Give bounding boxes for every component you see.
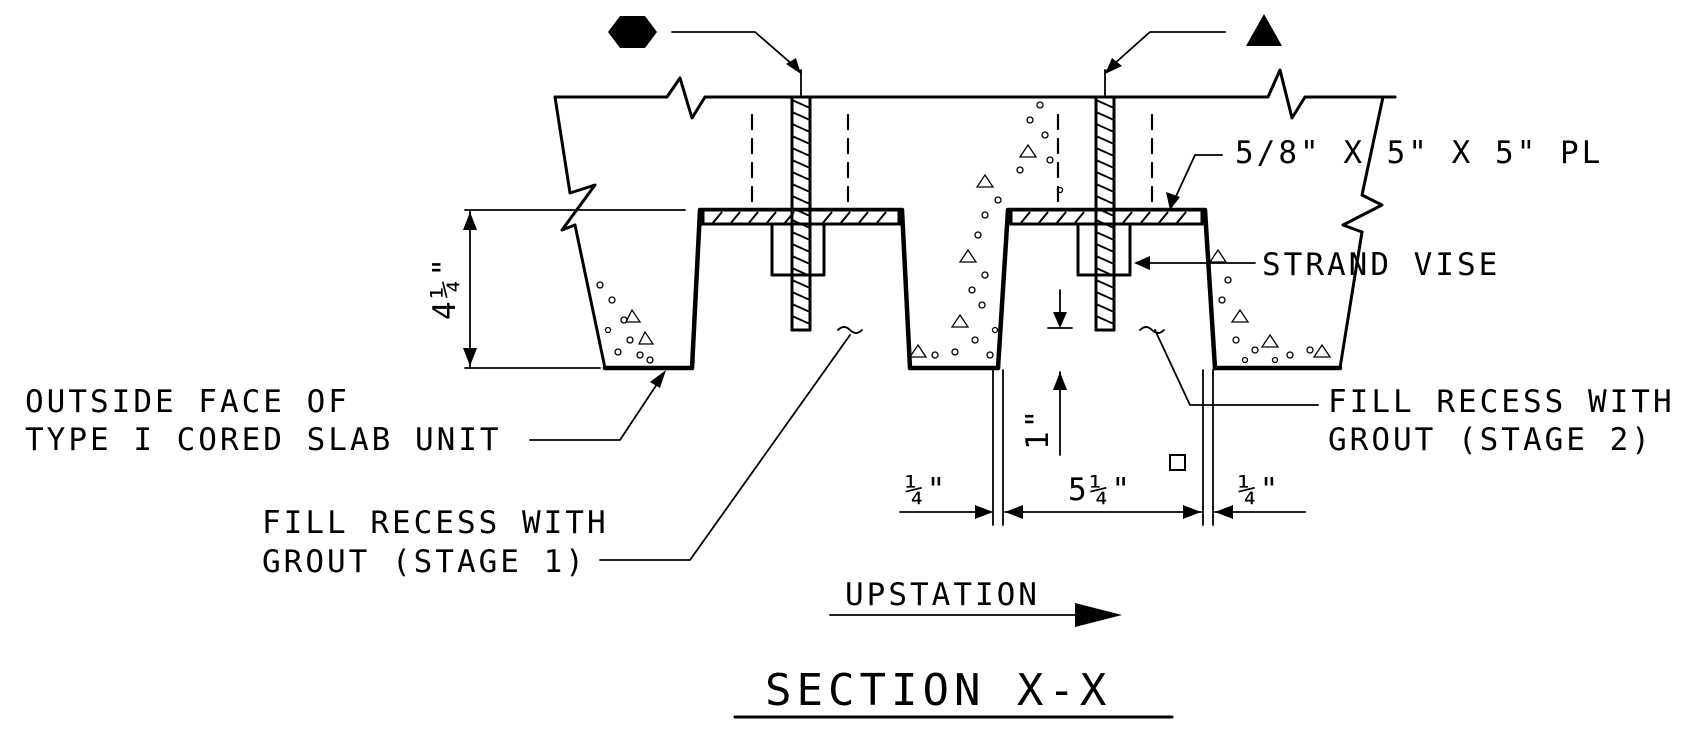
width-dimensions: ¼" 5¼" ¼" — [899, 369, 1306, 526]
hexagon-icon — [608, 16, 657, 48]
upstation-arrow-icon — [1075, 603, 1122, 627]
left-gap-text: ¼" — [905, 472, 948, 508]
depth-dimension: 4¼" — [427, 209, 686, 369]
right-marker-leader — [1104, 14, 1282, 74]
offset-dimension: 1" — [1020, 371, 1067, 456]
right-gap-text: ¼" — [1238, 472, 1281, 508]
grout-stipple — [596, 101, 1332, 364]
fill-stage1-label-2: GROUT (STAGE 1) — [262, 544, 587, 580]
strand-vise-label: STRAND VISE — [1262, 247, 1500, 283]
offset-dimension-text: 1" — [1020, 407, 1056, 450]
fill-stage2-label-2: GROUT (STAGE 2) — [1328, 422, 1653, 458]
fill-stage2-label-1: FILL RECESS WITH — [1328, 384, 1675, 420]
left-marker-leader — [608, 16, 802, 74]
right-recess — [995, 69, 1218, 371]
outside-face-label-2: TYPE I CORED SLAB UNIT — [25, 422, 502, 458]
upstation-label: UPSTATION — [845, 577, 1040, 613]
triangle-icon — [1246, 14, 1282, 46]
square-icon — [1169, 454, 1186, 471]
depth-dimension-text: 4¼" — [427, 255, 463, 320]
left-recess — [689, 69, 913, 371]
right-strand — [1094, 69, 1116, 332]
fill-stage1-label-1: FILL RECESS WITH — [262, 505, 609, 541]
slab-outline — [553, 68, 1397, 371]
outside-face-label-1: OUTSIDE FACE OF — [25, 384, 350, 420]
section-title: SECTION X-X — [765, 665, 1111, 716]
recess-width-text: 5¼" — [1068, 472, 1133, 508]
left-strand — [790, 69, 812, 332]
plate-label: 5/8" X 5" X 5" PL — [1235, 135, 1603, 171]
